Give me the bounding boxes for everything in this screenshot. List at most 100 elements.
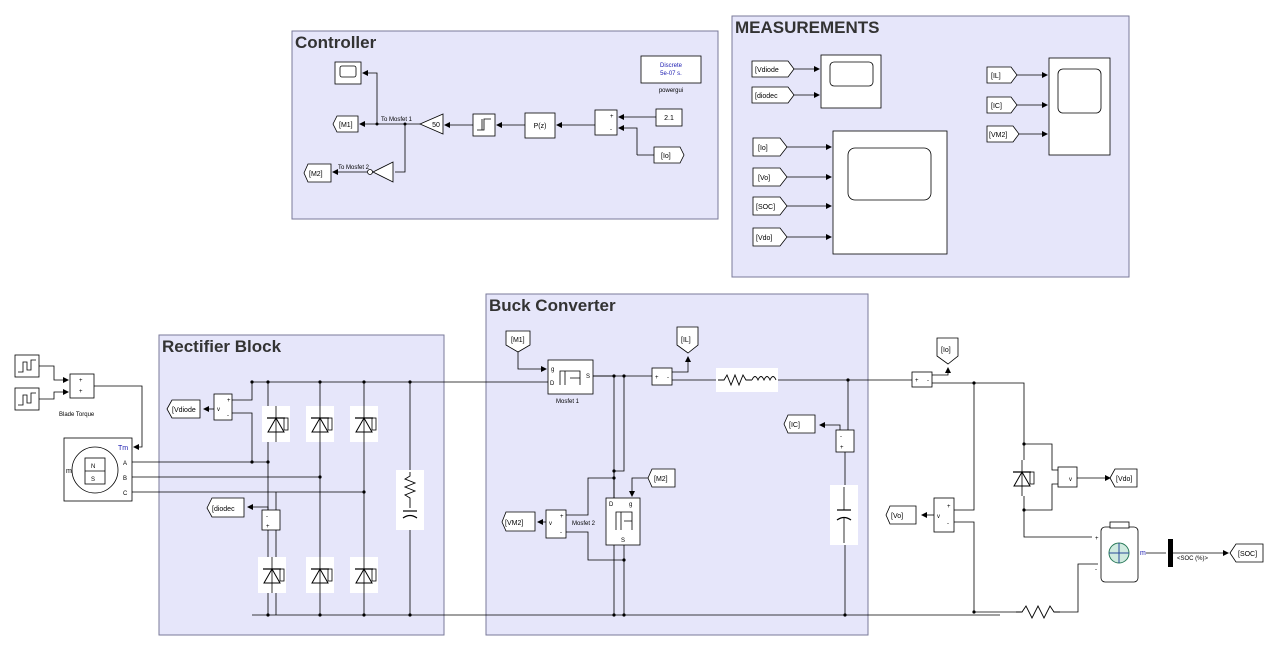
from-io-controller[interactable]: [Io]: [653, 146, 685, 164]
dc-minus: -: [266, 514, 268, 520]
goto-vdo[interactable]: [Vdo]: [1109, 468, 1138, 488]
step-source-2[interactable]: [14, 387, 40, 411]
controller-scope[interactable]: [334, 61, 362, 85]
constant-block[interactable]: 2.1: [655, 108, 683, 127]
goto-io[interactable]: [Io]: [936, 337, 959, 365]
buck-converter-title: Buck Converter: [489, 296, 616, 315]
battery[interactable]: m + -: [1095, 521, 1146, 583]
scope-diode[interactable]: [820, 54, 882, 109]
machine-b: B: [123, 476, 127, 482]
diode-d2[interactable]: [349, 556, 379, 594]
goto-diodec[interactable]: [diodec: [206, 497, 245, 518]
ic-minus: -: [840, 434, 842, 440]
scope-il-ic[interactable]: [1048, 57, 1111, 156]
wire-vo-plus: [950, 383, 975, 511]
pz-label: P(z): [534, 123, 547, 130]
from-m1-label: [M1]: [511, 337, 525, 344]
imeas-diodec[interactable]: - +: [261, 509, 281, 531]
diode-out[interactable]: [1007, 459, 1037, 497]
goto-m1[interactable]: [M1]: [332, 115, 359, 133]
rc-load[interactable]: [396, 470, 424, 530]
mosfet1-label: Mosfet 1: [556, 399, 580, 405]
wire-torque: [94, 385, 143, 450]
wire-diode-out: [1023, 496, 1092, 538]
goto-il-label: [IL]: [681, 337, 691, 344]
diode-d1[interactable]: [261, 405, 291, 443]
bat-plus: +: [1095, 536, 1099, 542]
wire-il-out: [672, 356, 691, 373]
series-resistor[interactable]: [1016, 604, 1060, 620]
wire-vm2-minus: [566, 531, 624, 561]
diode-d3[interactable]: [305, 405, 335, 443]
sum-plus: +: [610, 114, 614, 120]
output-capacitor[interactable]: [830, 485, 858, 545]
from-diodec-meas[interactable]: [diodec: [751, 86, 795, 104]
controller-title: Controller: [295, 33, 377, 52]
from-ic-meas[interactable]: [IC]: [986, 96, 1018, 114]
vmeas-vdiode[interactable]: + - v: [213, 393, 233, 421]
from-soc-meas[interactable]: [SOC]: [752, 196, 788, 216]
bat-minus: -: [1095, 567, 1097, 573]
vm2-plus: +: [560, 514, 564, 520]
vmeas-vo[interactable]: + - v: [933, 497, 955, 533]
goto-soc[interactable]: [SOC]: [1229, 543, 1264, 563]
machine-n: N: [91, 464, 95, 470]
imeas-io[interactable]: + -: [911, 371, 933, 388]
il-minus: -: [667, 375, 669, 381]
mosfet-2[interactable]: g D S Mosfet 2: [572, 497, 641, 546]
vd-minus: -: [227, 413, 229, 419]
goto-vm2[interactable]: [VM2]: [501, 511, 536, 532]
goto-il[interactable]: [IL]: [676, 326, 699, 354]
wire-vo-minus: [954, 521, 975, 612]
diode-d5[interactable]: [349, 405, 379, 443]
bus-selector[interactable]: [1168, 539, 1173, 567]
blade-torque-sum[interactable]: + + Blade Torque: [59, 373, 95, 418]
m1-g: g: [551, 367, 554, 373]
from-m1-buck[interactable]: [M1]: [505, 330, 531, 353]
pmsg-machine[interactable]: N S Tm m A B C: [63, 437, 133, 502]
diode-d6[interactable]: [305, 556, 335, 594]
ic-plus: +: [840, 445, 844, 451]
from-vdiode-meas[interactable]: [Vdiode: [751, 60, 795, 78]
measurements-title: MEASUREMENTS: [735, 18, 880, 37]
from-vo-meas[interactable]: [Vo]: [752, 167, 788, 187]
imeas-ic[interactable]: - +: [835, 429, 855, 453]
goto-vdiode[interactable]: [Vdiode: [166, 399, 201, 419]
from-il-meas[interactable]: [IL]: [986, 66, 1018, 84]
gain-block[interactable]: 50: [418, 113, 444, 135]
m2-d: D: [609, 502, 614, 508]
mosfet2-label: Mosfet 2: [572, 521, 596, 527]
gain-value: 50: [432, 122, 440, 129]
pz-block[interactable]: P(z): [524, 112, 556, 139]
not-block[interactable]: [367, 161, 394, 183]
io-minus: -: [927, 378, 929, 384]
il-plus: +: [655, 375, 659, 381]
vmeas-vm2[interactable]: + - v: [545, 509, 567, 539]
vo-minus: -: [947, 521, 949, 527]
step-source-1[interactable]: [14, 354, 40, 378]
goto-vdo-label: [Vdo]: [1116, 476, 1132, 483]
goto-ic[interactable]: [IC]: [783, 414, 816, 434]
from-vm2-meas[interactable]: [VM2]: [986, 125, 1020, 143]
from-io-meas[interactable]: [Io]: [752, 137, 788, 157]
diode-d4[interactable]: [257, 556, 287, 594]
m2-g: g: [629, 502, 632, 508]
mosfet-1[interactable]: g D S Mosfet 1: [547, 359, 594, 405]
from-m2-buck[interactable]: [M2]: [647, 468, 676, 488]
vd-v: v: [217, 407, 220, 413]
from-vm2-label: [VM2]: [989, 132, 1007, 139]
vmeas-vdo[interactable]: v: [1057, 466, 1078, 488]
goto-vo[interactable]: [Vo]: [885, 505, 917, 525]
scope-output[interactable]: [832, 130, 948, 255]
imeas-il[interactable]: + -: [651, 367, 673, 386]
from-ic-label: [IC]: [991, 103, 1002, 110]
to-mosfet1-signal: To Mosfet 1: [381, 117, 413, 123]
relay-block[interactable]: [472, 113, 496, 137]
from-vdo-meas[interactable]: [Vdo]: [752, 227, 788, 247]
rl-inductor[interactable]: [716, 368, 778, 392]
powergui-block[interactable]: Discrete 5e-07 s. powergui: [640, 55, 702, 94]
goto-m2[interactable]: [M2]: [303, 163, 332, 183]
wire-m2-drain: [614, 376, 625, 472]
sum-block[interactable]: + -: [594, 109, 618, 136]
wire-vdo-plus: [1024, 443, 1058, 471]
